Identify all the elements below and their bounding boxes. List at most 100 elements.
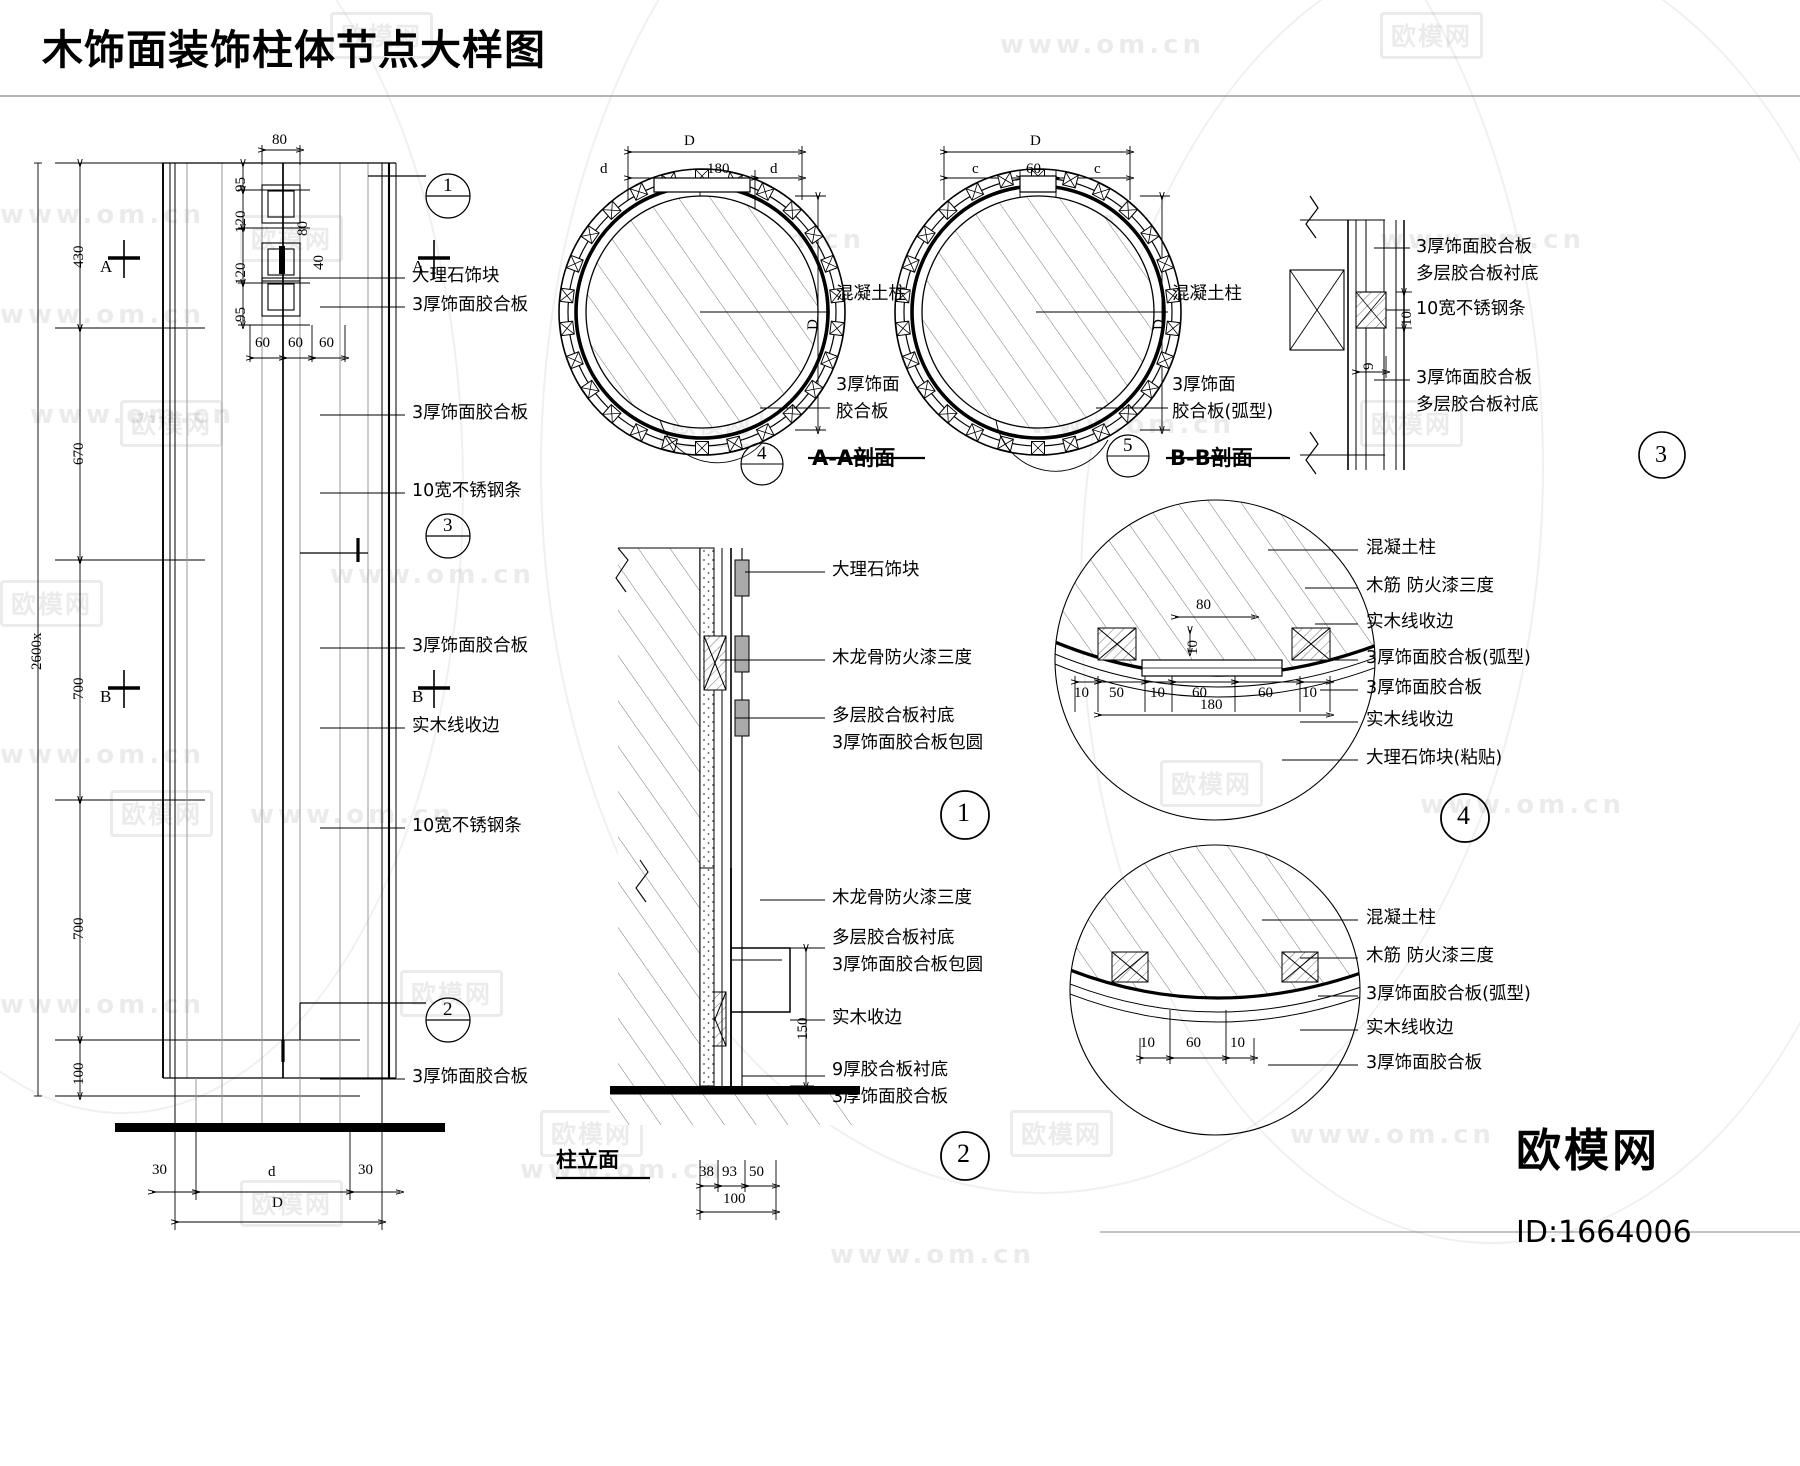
elevation-dim-700-b: 700 bbox=[71, 917, 87, 941]
section-mark-b-left: B bbox=[100, 687, 112, 706]
elevation-label-steel-1: 10宽不锈钢条 bbox=[412, 481, 522, 501]
bb-label-concrete: 混凝土柱 bbox=[1172, 284, 1242, 304]
bb-dim-D-vert: D bbox=[1151, 319, 1167, 330]
elevation-label-wood-trim: 实木线收边 bbox=[412, 716, 500, 736]
d4-label-batten: 木筋 防火漆三度 bbox=[1366, 576, 1495, 596]
aa-dim-D-vert: D bbox=[805, 319, 821, 330]
d5-label-ply-arc: 3厚饰面胶合板(弧型) bbox=[1366, 984, 1531, 1004]
d3-bubble-3[interactable]: 3 bbox=[1655, 442, 1667, 468]
d4-label-trim-1: 实木线收边 bbox=[1366, 612, 1454, 632]
bb-dim-60: 60 bbox=[1026, 161, 1041, 177]
d4-label-ply: 3厚饰面胶合板 bbox=[1366, 678, 1483, 698]
d4-chain-60a: 60 bbox=[1192, 685, 1207, 701]
elevation-caption: 柱立面 bbox=[556, 1148, 619, 1172]
d4-label-ply-arc: 3厚饰面胶合板(弧型) bbox=[1366, 648, 1531, 668]
d4-chain-10a: 10 bbox=[1074, 685, 1089, 701]
elevation-dim-430: 430 bbox=[71, 245, 87, 269]
elevation-dim-670: 670 bbox=[71, 442, 87, 466]
d5-chain-60: 60 bbox=[1186, 1035, 1201, 1051]
elevation-label-ply-2: 3厚饰面胶合板 bbox=[412, 403, 529, 423]
aa-label-ply-2: 胶合板 bbox=[836, 402, 889, 422]
elevation-dim-700-a: 700 bbox=[71, 677, 87, 701]
d4-chain-10b: 10 bbox=[1150, 685, 1165, 701]
d3-label-ply: 3厚饰面胶合板 bbox=[1416, 237, 1533, 257]
aa-label-ply-1: 3厚饰面 bbox=[836, 375, 900, 395]
d5-chain-10a: 10 bbox=[1140, 1035, 1155, 1051]
d1-label-backing: 多层胶合板衬底 bbox=[832, 706, 955, 726]
callout-bubble-3[interactable]: 3 bbox=[443, 515, 453, 536]
d3-label-steel: 10宽不锈钢条 bbox=[1416, 299, 1526, 319]
aa-dim-d-right: d bbox=[770, 161, 778, 177]
drawing-id: ID:1664006 bbox=[1516, 1215, 1692, 1250]
d5-label-batten: 木筋 防火漆三度 bbox=[1366, 946, 1495, 966]
d5-label-concrete: 混凝土柱 bbox=[1366, 908, 1436, 928]
elevation-label-ply-1: 3厚饰面胶合板 bbox=[412, 295, 529, 315]
elevation-dim-80: 80 bbox=[272, 132, 287, 148]
d2-label-batten: 木龙骨防火漆三度 bbox=[832, 888, 972, 908]
elevation-base-d: d bbox=[268, 1164, 276, 1180]
d4-dim-180: 180 bbox=[1200, 697, 1223, 713]
aa-dim-D: D bbox=[684, 133, 695, 149]
section-mark-a-right: A bbox=[412, 257, 425, 276]
elevation-dim-60-b: 60 bbox=[288, 335, 303, 351]
elevation-block-40: 40 bbox=[311, 255, 327, 270]
callout-bubble-1[interactable]: 1 bbox=[443, 175, 453, 196]
aa-caption: A-A剖面 bbox=[812, 446, 896, 470]
aa-dim-180: 180 bbox=[707, 161, 730, 177]
elevation-dim-100: 100 bbox=[71, 1062, 87, 1086]
elevation-dim-60-a: 60 bbox=[255, 335, 270, 351]
callout-bubble-2[interactable]: 2 bbox=[443, 999, 453, 1020]
d1-label-marble: 大理石饰块 bbox=[832, 560, 920, 580]
elevation-base-30-right: 30 bbox=[358, 1162, 373, 1178]
page-title: 木饰面装饰柱体节点大样图 bbox=[42, 26, 546, 74]
aa-label-concrete: 混凝土柱 bbox=[836, 284, 906, 304]
d2-bubble-2[interactable]: 2 bbox=[957, 1139, 970, 1168]
aa-bubble-4[interactable]: 4 bbox=[757, 443, 767, 464]
bb-bubble-5[interactable]: 5 bbox=[1123, 435, 1133, 456]
d2-dim-50: 50 bbox=[749, 1164, 764, 1180]
d4-label-concrete: 混凝土柱 bbox=[1366, 538, 1436, 558]
d2-dim-150: 150 bbox=[795, 1017, 811, 1041]
elevation-seg-120-a: 120 bbox=[233, 210, 249, 234]
elevation-seg-95-a: 95 bbox=[233, 177, 249, 192]
d2-dim-100: 100 bbox=[723, 1191, 746, 1207]
elevation-label-ply-4: 3厚饰面胶合板 bbox=[412, 1067, 529, 1087]
d2-dim-93: 93 bbox=[722, 1164, 737, 1180]
d4-chain-60b: 60 bbox=[1258, 685, 1273, 701]
d2-label-ply9: 9厚胶合板衬底 bbox=[832, 1060, 949, 1080]
d2-label-wood-trim: 实木收边 bbox=[832, 1008, 902, 1028]
d3-label-backing: 多层胶合板衬底 bbox=[1416, 264, 1539, 284]
d1-label-batten: 木龙骨防火漆三度 bbox=[832, 648, 972, 668]
d1-label-ply-wrap: 3厚饰面胶合板包圆 bbox=[832, 733, 984, 753]
d2-dim-38: 38 bbox=[699, 1164, 714, 1180]
elevation-label-marble: 大理石饰块 bbox=[412, 266, 500, 286]
elevation-label-ply-3: 3厚饰面胶合板 bbox=[412, 636, 529, 656]
elevation-block-80: 80 bbox=[295, 221, 311, 236]
d4-dim-80: 80 bbox=[1196, 597, 1211, 613]
bb-label-ply-2: 胶合板(弧型) bbox=[1172, 402, 1274, 422]
elevation-seg-95-b: 95 bbox=[233, 307, 249, 322]
d2-label-ply-wrap: 3厚饰面胶合板包圆 bbox=[832, 955, 984, 975]
d4-chain-10c: 10 bbox=[1302, 685, 1317, 701]
elevation-base-30-left: 30 bbox=[152, 1162, 167, 1178]
aa-dim-d-left: d bbox=[600, 161, 608, 177]
d1-bubble-1[interactable]: 1 bbox=[957, 798, 970, 827]
d5-label-trim: 实木线收边 bbox=[1366, 1018, 1454, 1038]
d4-dim-10-small: 10 bbox=[1185, 640, 1201, 655]
bb-dim-D: D bbox=[1030, 133, 1041, 149]
d5-label-ply: 3厚饰面胶合板 bbox=[1366, 1053, 1483, 1073]
brand-logo: 欧模网 bbox=[1516, 1124, 1661, 1177]
d2-label-ply3: 3厚饰面胶合板 bbox=[832, 1087, 949, 1107]
section-mark-a-left: A bbox=[100, 257, 113, 276]
elevation-label-steel-2: 10宽不锈钢条 bbox=[412, 816, 522, 836]
d2-label-backing: 多层胶合板衬底 bbox=[832, 928, 955, 948]
d3-dim-10: 10 bbox=[1399, 311, 1415, 326]
elevation-overall-height: 2600x bbox=[29, 632, 45, 671]
elevation-dim-60-c: 60 bbox=[319, 335, 334, 351]
d3-dim-9: 9 bbox=[1361, 362, 1377, 371]
d4-bubble-4[interactable]: 4 bbox=[1457, 801, 1470, 830]
d3-label-ply-2: 3厚饰面胶合板 bbox=[1416, 368, 1533, 388]
elevation-base-D: D bbox=[272, 1195, 283, 1211]
